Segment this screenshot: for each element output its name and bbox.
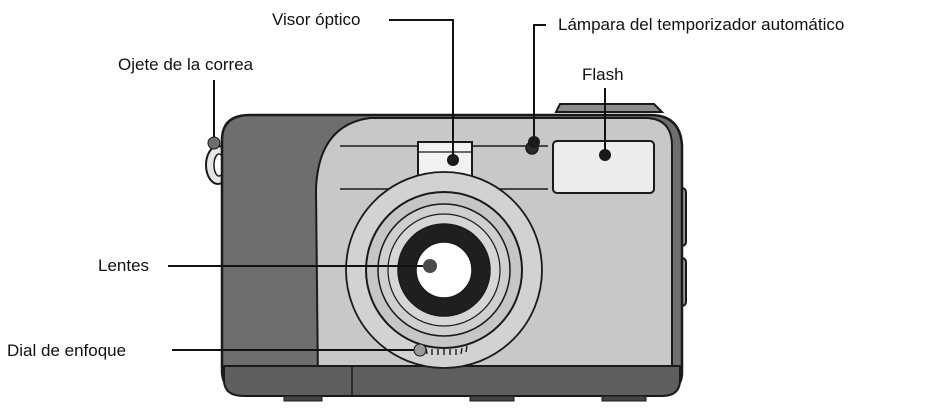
top-shutter-housing xyxy=(554,103,665,113)
camera-foot-right xyxy=(601,395,647,402)
camera-bottom-band xyxy=(223,365,681,397)
callout-dot-strap-eyelet xyxy=(207,136,221,150)
callout-dot-flash xyxy=(599,149,611,161)
label-strap-eyelet: Ojete de la correa xyxy=(118,55,254,74)
label-lens: Lentes xyxy=(98,256,150,275)
callout-dot-self-timer xyxy=(528,136,540,148)
label-self-timer-lamp: Lámpara del temporizador automático xyxy=(558,15,845,34)
label-optical-viewfinder: Visor óptico xyxy=(272,10,361,29)
flash-window xyxy=(552,140,655,194)
camera-foot-mid xyxy=(469,395,515,402)
callout-lines xyxy=(168,19,606,351)
label-flash: Flash xyxy=(582,65,624,84)
callout-dot-focus-dial xyxy=(413,343,427,357)
label-focus-dial: Dial de enfoque xyxy=(7,341,127,360)
callout-dot-viewfinder xyxy=(447,154,459,166)
callout-dot-lens xyxy=(423,259,437,273)
callout-dots xyxy=(207,136,611,357)
lens-glass xyxy=(415,241,473,299)
camera-foot-left xyxy=(283,395,323,402)
